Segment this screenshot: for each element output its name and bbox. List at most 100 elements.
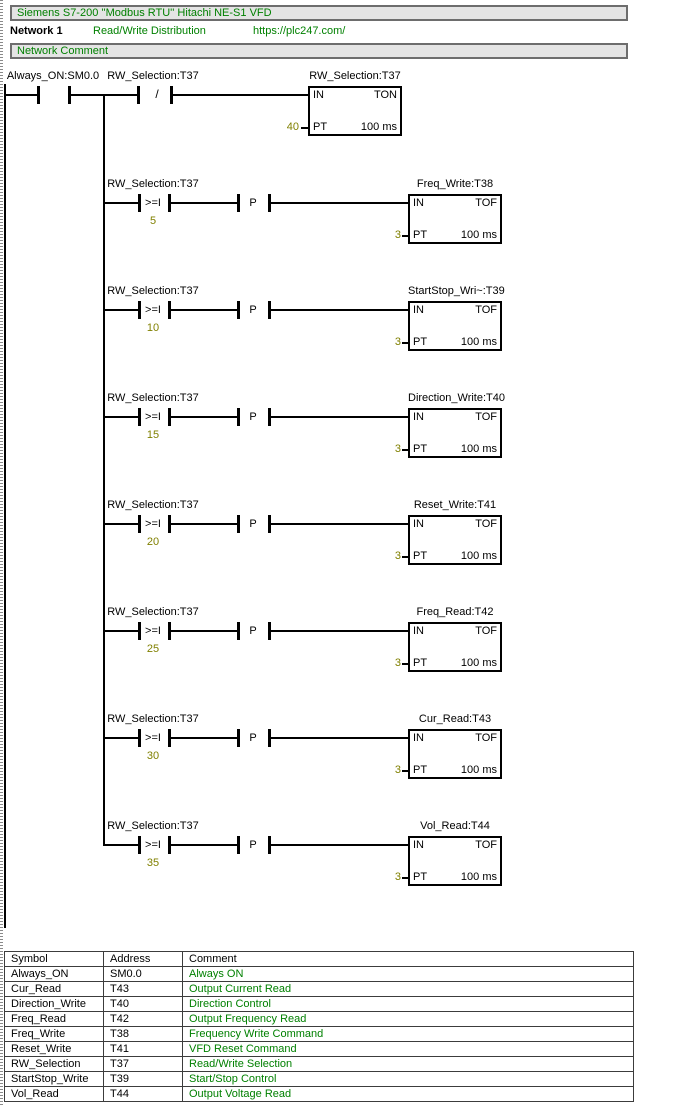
comment-cell[interactable]: VFD Reset Command xyxy=(182,1041,634,1057)
compare-value[interactable]: 30 xyxy=(146,750,160,762)
compare-contact[interactable] xyxy=(168,408,171,426)
compare-operator: >=I xyxy=(145,625,161,637)
positive-edge-contact[interactable] xyxy=(237,729,240,747)
network-title[interactable]: Read/Write Distribution xyxy=(93,25,206,37)
symbol-cell[interactable]: Always_ON xyxy=(4,966,104,982)
positive-edge-contact[interactable] xyxy=(237,515,240,533)
positive-edge-contact[interactable] xyxy=(268,194,271,212)
timer-box-tof[interactable]: IN TOF PT 100 ms xyxy=(408,301,502,351)
nc-contact[interactable] xyxy=(170,86,173,104)
positive-edge-contact[interactable] xyxy=(268,408,271,426)
comment-cell[interactable]: Frequency Write Command xyxy=(182,1026,634,1042)
symbol-cell[interactable]: Cur_Read xyxy=(4,981,104,997)
timer-box-ton[interactable]: IN TON PT 100 ms xyxy=(308,86,402,136)
compare-contact[interactable] xyxy=(168,301,171,319)
symbol-cell[interactable]: StartStop_Write xyxy=(4,1071,104,1087)
timer-preset-value[interactable]: 3 xyxy=(394,336,401,348)
address-cell[interactable]: T44 xyxy=(103,1086,183,1102)
address-cell[interactable]: T43 xyxy=(103,981,183,997)
symbol-cell[interactable]: Reset_Write xyxy=(4,1041,104,1057)
wire xyxy=(71,94,137,96)
comment-cell[interactable]: Output Current Read xyxy=(182,981,634,997)
comment-cell[interactable]: Output Frequency Read xyxy=(182,1011,634,1027)
timer-preset-value[interactable]: 3 xyxy=(394,229,401,241)
comment-cell[interactable]: Always ON xyxy=(182,966,634,982)
network-label[interactable]: Network 1 xyxy=(10,25,63,37)
symbol-cell[interactable]: Direction_Write xyxy=(4,996,104,1012)
timer-pt-pin-label: PT xyxy=(413,764,428,776)
positive-edge-contact[interactable] xyxy=(237,622,240,640)
compare-value[interactable]: 20 xyxy=(146,536,160,548)
timer-preset-value[interactable]: 3 xyxy=(394,657,401,669)
compare-contact[interactable] xyxy=(168,515,171,533)
no-contact[interactable] xyxy=(37,86,40,104)
positive-edge-contact[interactable] xyxy=(237,301,240,319)
contact-label: RW_Selection:T37 xyxy=(107,713,199,725)
positive-edge-contact[interactable] xyxy=(237,194,240,212)
compare-contact[interactable] xyxy=(168,729,171,747)
compare-contact[interactable] xyxy=(138,194,141,212)
compare-contact[interactable] xyxy=(138,836,141,854)
network-comment-bar[interactable]: Network Comment xyxy=(10,43,628,59)
compare-value[interactable]: 10 xyxy=(146,322,160,334)
symbol-cell[interactable]: Freq_Write xyxy=(4,1026,104,1042)
compare-value[interactable]: 15 xyxy=(146,429,160,441)
timer-box-tof[interactable]: IN TOF PT 100 ms xyxy=(408,408,502,458)
comment-cell[interactable]: Start/Stop Control xyxy=(182,1071,634,1087)
timer-box-tof[interactable]: IN TOF PT 100 ms xyxy=(408,194,502,244)
compare-contact[interactable] xyxy=(138,622,141,640)
compare-value[interactable]: 25 xyxy=(146,643,160,655)
timer-preset-value[interactable]: 40 xyxy=(286,121,299,133)
symbol-cell[interactable]: RW_Selection xyxy=(4,1056,104,1072)
compare-value[interactable]: 35 xyxy=(146,857,160,869)
symbol-column-header[interactable]: Symbol xyxy=(4,951,104,967)
address-column-header[interactable]: Address xyxy=(103,951,183,967)
positive-edge-contact[interactable] xyxy=(268,515,271,533)
timer-in-pin-label: IN xyxy=(413,732,424,744)
positive-edge-contact[interactable] xyxy=(237,836,240,854)
program-title: Siemens S7-200 ''Modbus RTU'' Hitachi NE… xyxy=(17,7,272,19)
compare-contact[interactable] xyxy=(138,301,141,319)
positive-edge-contact[interactable] xyxy=(268,622,271,640)
comment-cell[interactable]: Direction Control xyxy=(182,996,634,1012)
symbol-cell[interactable]: Vol_Read xyxy=(4,1086,104,1102)
positive-edge-contact[interactable] xyxy=(268,301,271,319)
timer-preset-value[interactable]: 3 xyxy=(394,550,401,562)
address-cell[interactable]: SM0.0 xyxy=(103,966,183,982)
timer-label: Freq_Read:T42 xyxy=(416,606,494,618)
address-cell[interactable]: T42 xyxy=(103,1011,183,1027)
timer-preset-value[interactable]: 3 xyxy=(394,764,401,776)
contact-label: RW_Selection:T37 xyxy=(107,606,199,618)
compare-contact[interactable] xyxy=(138,729,141,747)
timer-preset-value[interactable]: 3 xyxy=(394,443,401,455)
timer-box-tof[interactable]: IN TOF PT 100 ms xyxy=(408,622,502,672)
compare-contact[interactable] xyxy=(168,836,171,854)
compare-contact[interactable] xyxy=(138,408,141,426)
nc-contact[interactable] xyxy=(137,86,140,104)
comment-column-header[interactable]: Comment xyxy=(182,951,634,967)
timer-pt-pin-label: PT xyxy=(413,336,428,348)
comment-cell[interactable]: Read/Write Selection xyxy=(182,1056,634,1072)
positive-edge-contact[interactable] xyxy=(237,408,240,426)
symbol-cell[interactable]: Freq_Read xyxy=(4,1011,104,1027)
positive-edge-label: P xyxy=(249,197,257,209)
compare-contact[interactable] xyxy=(168,194,171,212)
address-cell[interactable]: T40 xyxy=(103,996,183,1012)
compare-value[interactable]: 5 xyxy=(149,215,157,227)
compare-contact[interactable] xyxy=(138,515,141,533)
timer-pt-pin-label: PT xyxy=(313,121,328,133)
timer-preset-value[interactable]: 3 xyxy=(394,871,401,883)
address-cell[interactable]: T38 xyxy=(103,1026,183,1042)
comment-cell[interactable]: Output Voltage Read xyxy=(182,1086,634,1102)
timer-box-tof[interactable]: IN TOF PT 100 ms xyxy=(408,515,502,565)
address-cell[interactable]: T37 xyxy=(103,1056,183,1072)
timer-box-tof[interactable]: IN TOF PT 100 ms xyxy=(408,729,502,779)
no-contact[interactable] xyxy=(68,86,71,104)
compare-contact[interactable] xyxy=(168,622,171,640)
positive-edge-contact[interactable] xyxy=(268,729,271,747)
timer-box-tof[interactable]: IN TOF PT 100 ms xyxy=(408,836,502,886)
positive-edge-contact[interactable] xyxy=(268,836,271,854)
address-cell[interactable]: T41 xyxy=(103,1041,183,1057)
network-url[interactable]: https://plc247.com/ xyxy=(253,25,346,37)
address-cell[interactable]: T39 xyxy=(103,1071,183,1087)
